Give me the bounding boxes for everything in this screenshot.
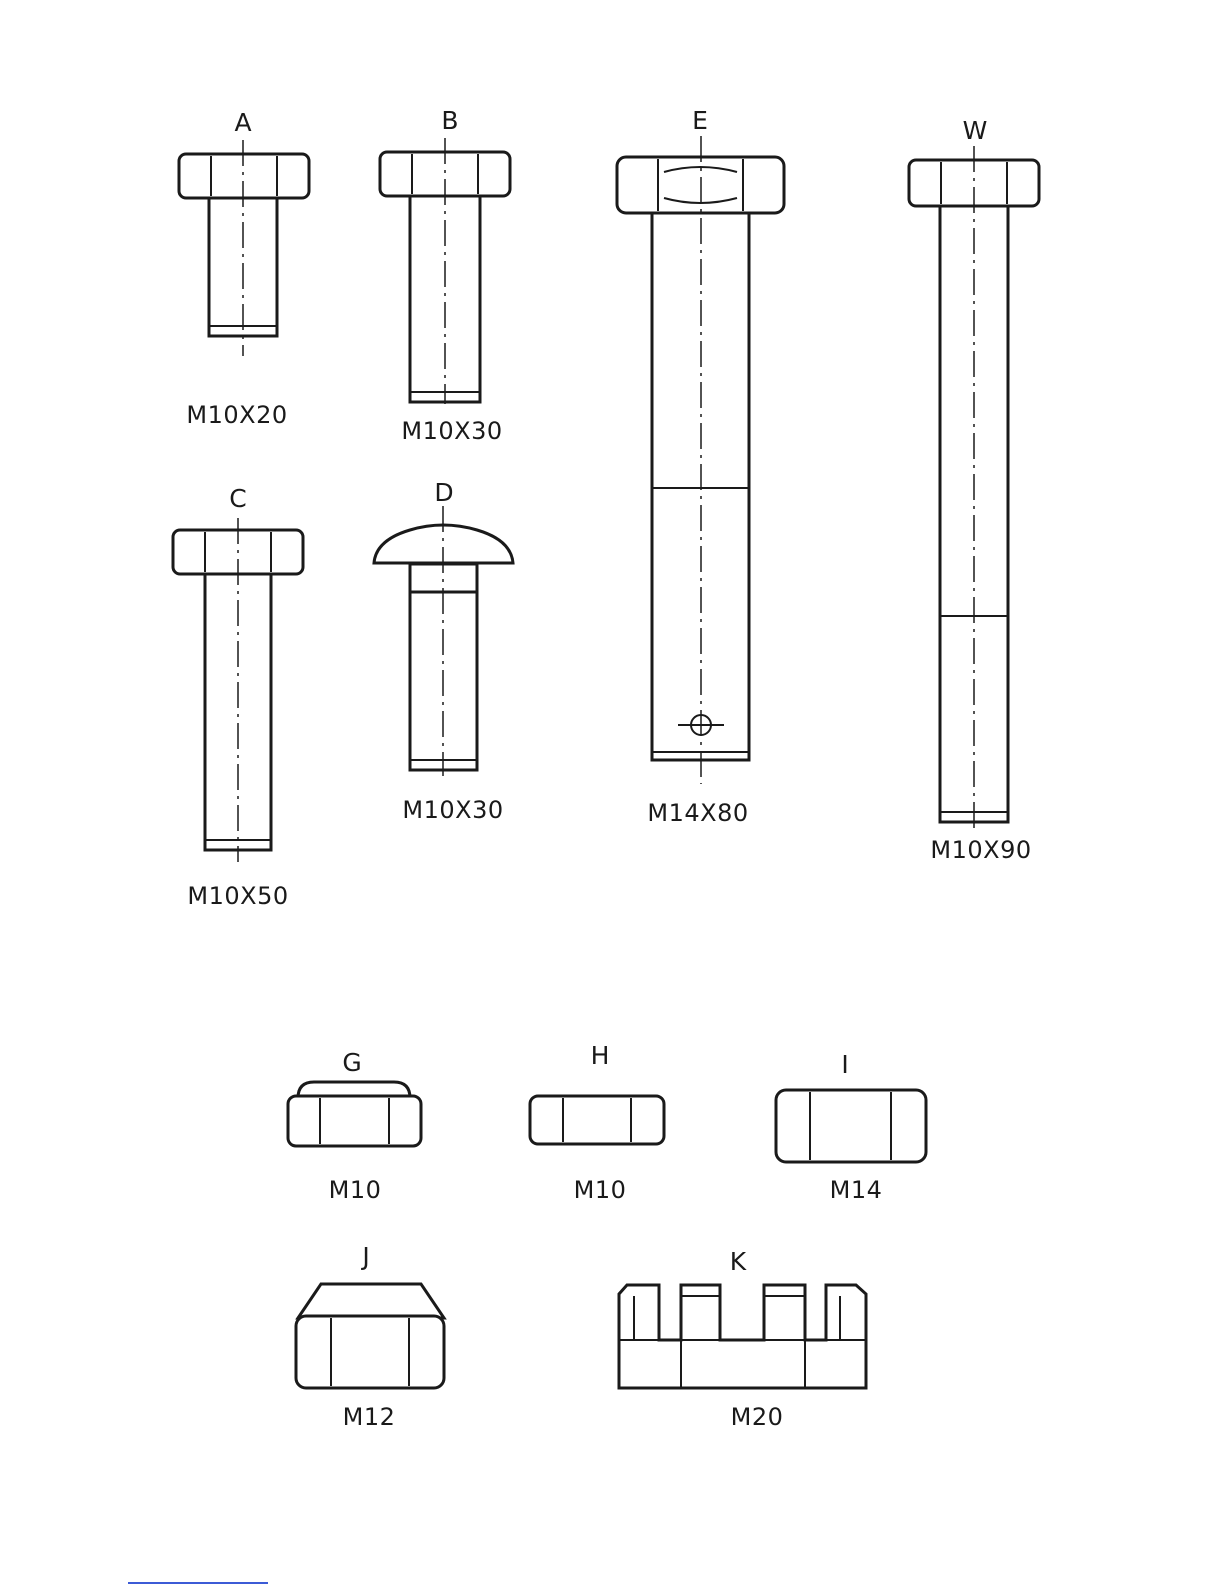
- nut-j-size: M12: [343, 1405, 396, 1429]
- nut-h-drawing: [530, 1096, 664, 1144]
- bolt-d-letter: D: [434, 480, 453, 505]
- bolt-c-drawing: [173, 518, 303, 862]
- bolt-c-size: M10X50: [187, 884, 288, 908]
- nut-k-drawing: [619, 1285, 866, 1388]
- nut-g-drawing: [288, 1082, 421, 1146]
- nut-k-letter: K: [730, 1249, 746, 1274]
- nut-k-size: M20: [731, 1405, 784, 1429]
- bolt-w-drawing: [909, 146, 1039, 830]
- bolt-w-letter: W: [963, 118, 988, 143]
- nut-h-letter: H: [591, 1043, 610, 1068]
- footer-rule: [128, 1582, 268, 1584]
- bolt-d-size: M10X30: [402, 798, 503, 822]
- nut-g-size: M10: [329, 1178, 382, 1202]
- bolt-e-letter: E: [692, 108, 708, 133]
- bolt-d-drawing: [374, 506, 513, 776]
- nut-i-size: M14: [830, 1178, 883, 1202]
- nut-h-size: M10: [574, 1178, 627, 1202]
- bolt-b-letter: B: [441, 108, 458, 133]
- bolt-b-drawing: [380, 138, 510, 404]
- bolt-a-drawing: [179, 140, 309, 356]
- nut-i-letter: I: [841, 1052, 848, 1077]
- bolt-w-size: M10X90: [930, 838, 1031, 862]
- nut-j-letter: J: [362, 1244, 369, 1269]
- bolt-a-size: M10X20: [186, 403, 287, 427]
- nut-g-letter: G: [342, 1050, 361, 1075]
- bolt-e-size: M14X80: [647, 801, 748, 825]
- bolt-a-letter: A: [234, 110, 251, 135]
- bolt-c-letter: C: [229, 486, 246, 511]
- nut-i-drawing: [776, 1090, 926, 1162]
- bolt-b-size: M10X30: [401, 419, 502, 443]
- nut-j-drawing: [296, 1284, 444, 1388]
- bolt-e-drawing: [617, 136, 784, 784]
